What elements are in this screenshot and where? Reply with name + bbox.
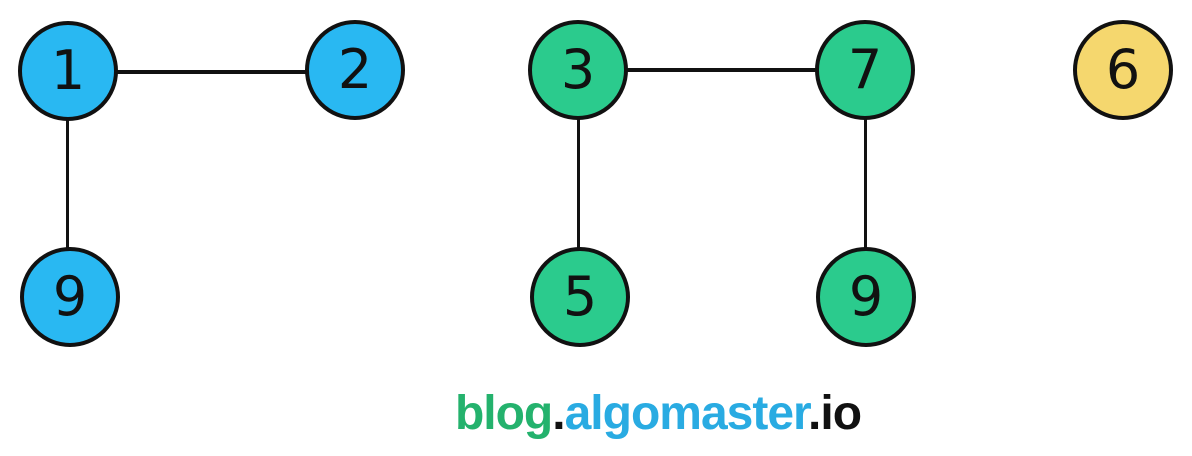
node-9-green: 9 <box>816 247 916 347</box>
node-1: 1 <box>18 21 118 121</box>
edge-3-7 <box>626 68 817 72</box>
edge-1-9 <box>66 119 69 249</box>
node-7: 7 <box>815 20 915 120</box>
watermark-io: io <box>820 387 862 440</box>
node-2: 2 <box>305 20 405 120</box>
edge-1-2 <box>116 70 307 74</box>
edge-3-5 <box>577 118 580 249</box>
watermark-dot-2: . <box>808 387 821 440</box>
node-6: 6 <box>1073 20 1173 120</box>
node-9-blue: 9 <box>20 247 120 347</box>
node-5: 5 <box>530 247 630 347</box>
watermark-dot-1: . <box>552 387 565 440</box>
site-watermark: blog.algomaster.io <box>454 387 862 441</box>
node-3: 3 <box>528 20 628 120</box>
watermark-algomaster: algomaster <box>564 387 809 440</box>
edge-7-9 <box>864 118 867 249</box>
watermark-blog: blog <box>454 387 553 440</box>
